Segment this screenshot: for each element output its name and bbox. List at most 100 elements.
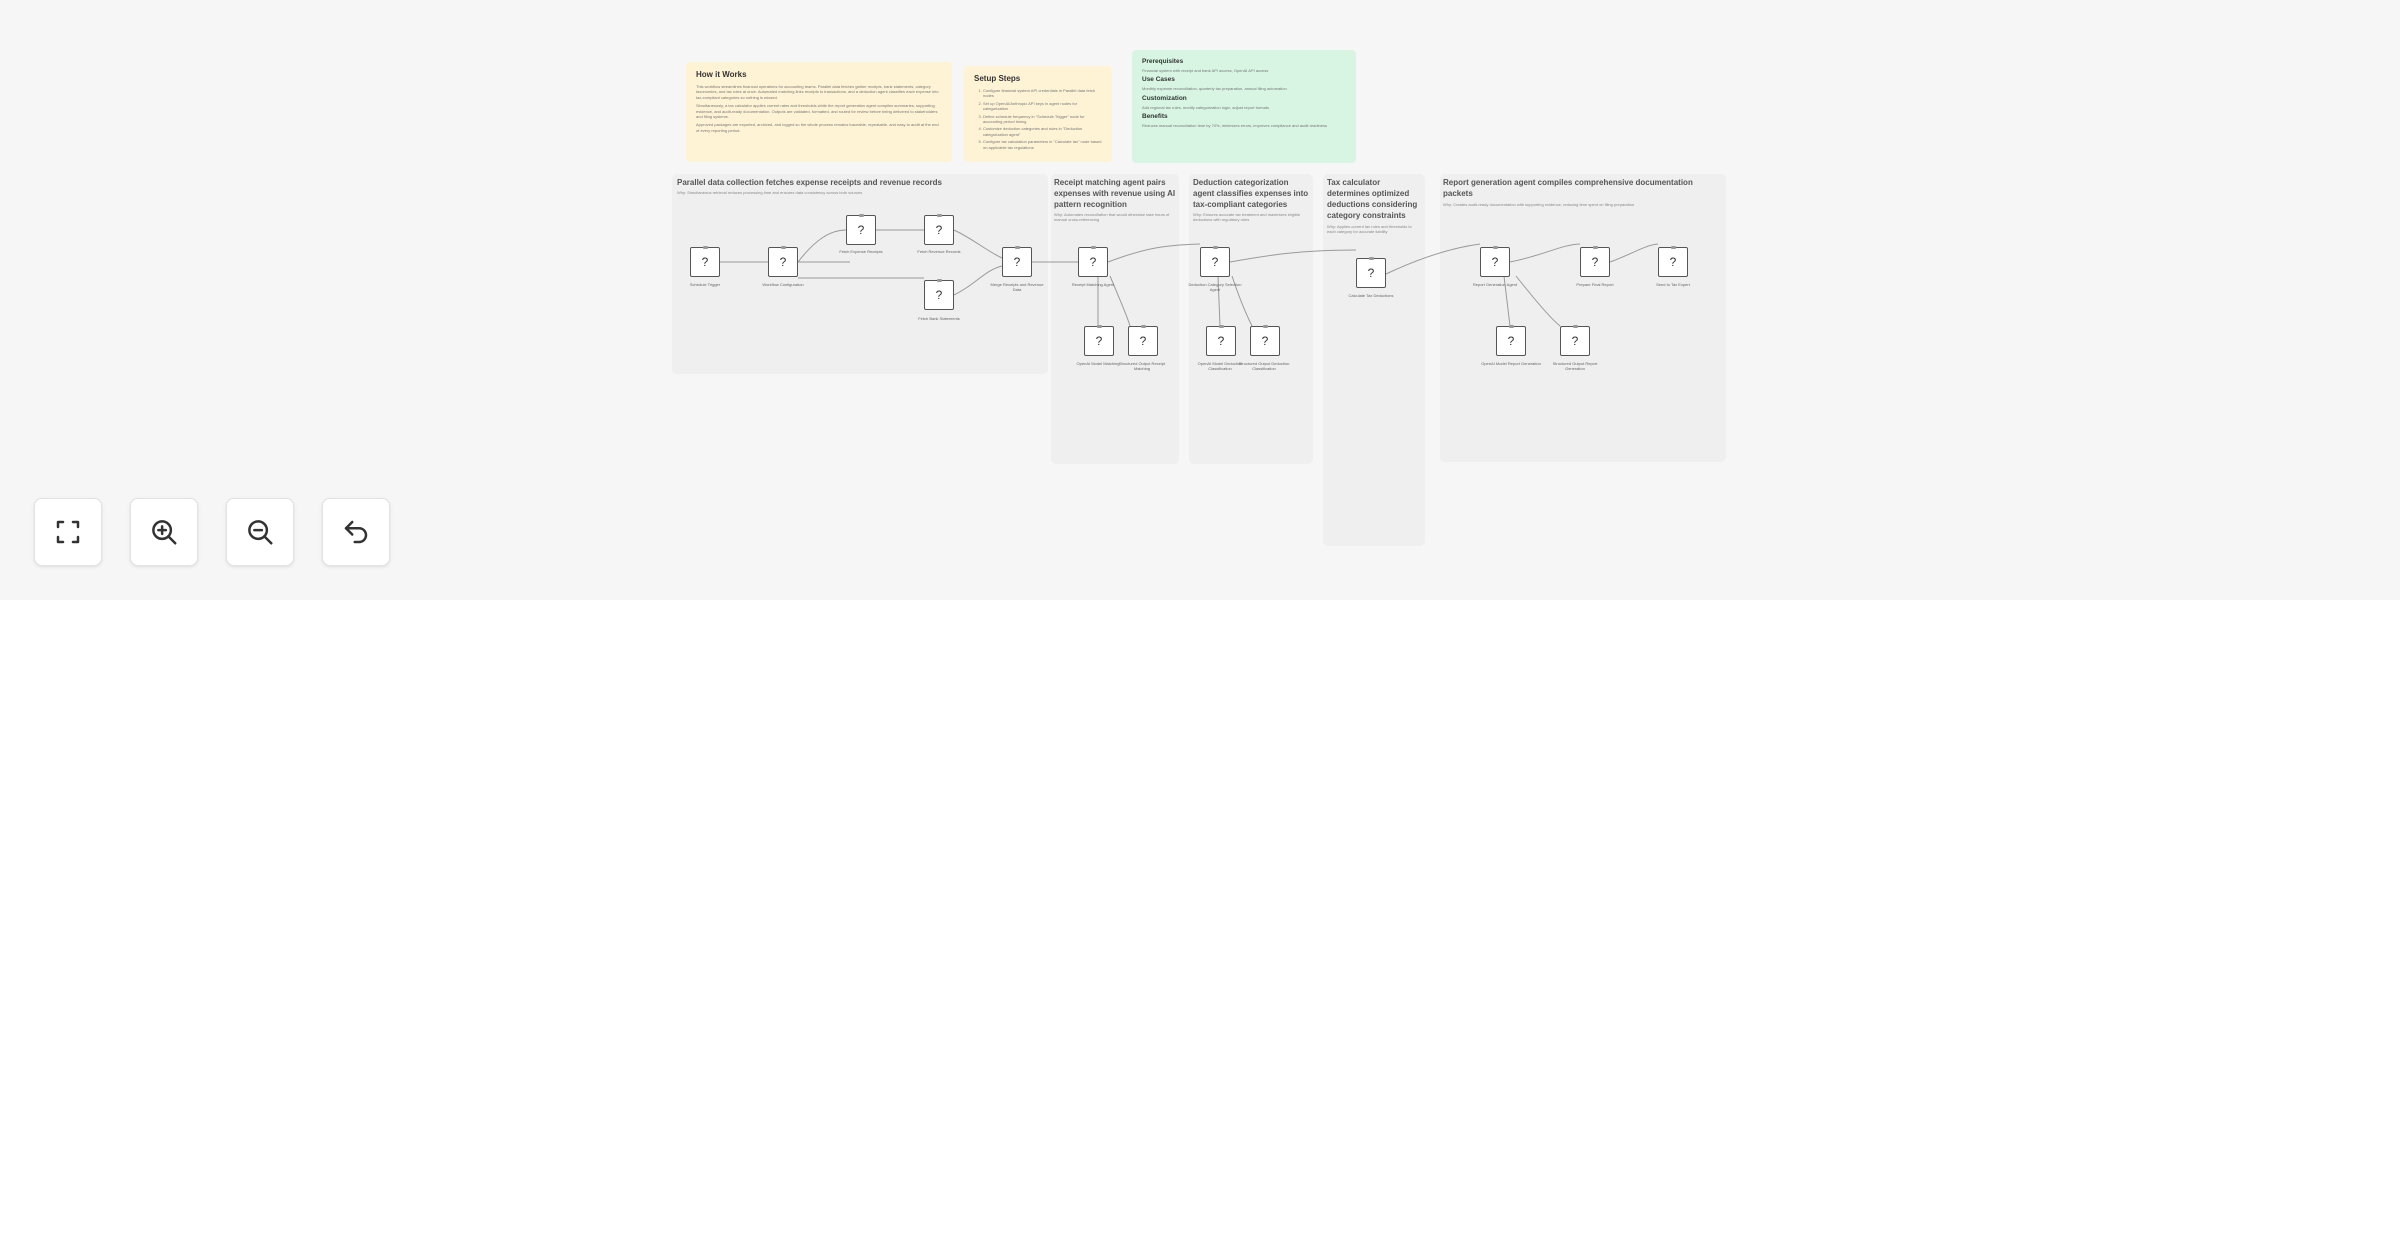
group-why: Why: Applies current tax rules and thres…	[1327, 224, 1412, 235]
input-handle[interactable]	[1493, 246, 1498, 249]
question-mark-icon: ?	[1089, 255, 1097, 269]
input-handle[interactable]	[1097, 325, 1102, 328]
node-label: Workflow Configuration	[762, 282, 804, 287]
section-title: Benefits	[1142, 113, 1168, 121]
node-label: Calculate Tax Deductions	[1348, 293, 1394, 298]
question-mark-icon: ?	[1095, 334, 1103, 348]
sticky-note-prerequisites[interactable]: Prerequisites Financial system with rece…	[1132, 50, 1356, 163]
question-mark-icon: ?	[701, 255, 709, 269]
section-text: Monthly expense reconciliation, quarterl…	[1142, 86, 1287, 92]
node-receipt-matching-agent[interactable]: ?	[1078, 246, 1108, 277]
question-mark-icon: ?	[1013, 255, 1021, 269]
node-label: Merge Receipts and Revenue Data	[990, 282, 1044, 292]
input-handle[interactable]	[937, 214, 942, 217]
node-label: Receipt Matching Agent	[1071, 282, 1115, 287]
node-label: Schedule Trigger	[689, 282, 721, 287]
node-merge-data[interactable]: ?	[1002, 246, 1032, 277]
input-handle[interactable]	[1509, 325, 1514, 328]
zoom-in-icon	[152, 520, 177, 545]
sticky-paragraph: Simultaneously, a tax calculator applies…	[696, 103, 938, 120]
input-handle[interactable]	[859, 214, 864, 217]
input-handle[interactable]	[781, 246, 786, 249]
question-mark-icon: ?	[935, 288, 943, 302]
group-data-collection[interactable]	[672, 174, 1048, 374]
group-title: Deduction categorization agent classifie…	[1193, 178, 1309, 209]
node-structured-output-deduction[interactable]: ?	[1250, 325, 1280, 356]
node-prepare-final-report[interactable]: ?	[1580, 246, 1610, 277]
sticky-note-setup-steps[interactable]: Setup Steps Configure financial system A…	[964, 66, 1112, 162]
node-schedule-trigger[interactable]: ?	[690, 246, 720, 277]
group-tax-calculator[interactable]	[1323, 174, 1425, 546]
group-title: Receipt matching agent pairs expenses wi…	[1054, 178, 1176, 209]
group-report-generation[interactable]	[1440, 174, 1726, 462]
node-label: Fetch Bank Statements	[918, 316, 960, 321]
reset-zoom-button[interactable]	[322, 498, 390, 566]
zoom-out-button[interactable]	[226, 498, 294, 566]
section-title: Use Cases	[1142, 76, 1175, 84]
node-label: Fetch Expense Receipts	[839, 249, 883, 254]
group-why: Why: Creates audit-ready documentation w…	[1443, 202, 1635, 207]
node-calculate-tax[interactable]: ?	[1356, 257, 1386, 288]
node-label: Fetch Revenue Records	[917, 249, 961, 254]
zoom-in-button[interactable]	[130, 498, 198, 566]
question-mark-icon: ?	[935, 223, 943, 237]
node-fetch-bank-statements[interactable]: ?	[924, 279, 954, 310]
question-mark-icon: ?	[1491, 255, 1499, 269]
group-title: Tax calculator determines optimized dedu…	[1327, 178, 1418, 220]
node-label: Structured Output Deduction Classificati…	[1238, 361, 1290, 371]
input-handle[interactable]	[1141, 325, 1146, 328]
node-label: Deduction Category Selection Agent	[1188, 282, 1242, 292]
input-handle[interactable]	[703, 246, 708, 249]
input-handle[interactable]	[1213, 246, 1218, 249]
input-handle[interactable]	[1593, 246, 1598, 249]
input-handle[interactable]	[1263, 325, 1268, 328]
question-mark-icon: ?	[1211, 255, 1219, 269]
workflow-canvas[interactable]: How it Works This workflow streamlines f…	[0, 0, 2400, 600]
node-label: Structured Output Report Generation	[1552, 361, 1598, 371]
node-label: Send to Tax Expert	[1656, 282, 1690, 287]
node-workflow-configuration[interactable]: ?	[768, 246, 798, 277]
input-handle[interactable]	[1219, 325, 1224, 328]
node-report-agent[interactable]: ?	[1480, 246, 1510, 277]
zoom-out-icon	[248, 520, 273, 545]
question-mark-icon: ?	[1139, 334, 1147, 348]
section-text: Add regional tax rules, modify categoriz…	[1142, 104, 1269, 110]
node-deduction-agent[interactable]: ?	[1200, 246, 1230, 277]
setup-step: Set up OpenAI/Anthropic API keys in agen…	[983, 101, 1102, 112]
section-text: Financial system with receipt and bank A…	[1142, 68, 1269, 73]
setup-steps-list: Configure financial system API credentia…	[974, 88, 1102, 150]
node-openai-model-report[interactable]: ?	[1496, 325, 1526, 356]
fit-view-button[interactable]	[34, 498, 102, 566]
question-mark-icon: ?	[1507, 334, 1515, 348]
question-mark-icon: ?	[1217, 334, 1225, 348]
setup-step: Define schedule frequency in "Schedule T…	[983, 114, 1102, 125]
sticky-note-how-it-works[interactable]: How it Works This workflow streamlines f…	[686, 62, 952, 162]
section-title: Customization	[1142, 94, 1187, 102]
node-label: Prepare Final Report	[1576, 282, 1614, 287]
node-openai-model-matching[interactable]: ?	[1084, 325, 1114, 356]
input-handle[interactable]	[937, 279, 942, 282]
node-structured-output-matching[interactable]: ?	[1128, 325, 1158, 356]
node-label: Structured Output Receipt Matching	[1118, 361, 1166, 371]
node-fetch-revenue-records[interactable]: ?	[924, 214, 954, 245]
node-fetch-expense-receipts[interactable]: ?	[846, 214, 876, 245]
setup-step: Customize deduction categories and rules…	[983, 126, 1102, 137]
node-openai-model-deduction[interactable]: ?	[1206, 325, 1236, 356]
node-send-to-tax-expert[interactable]: ?	[1658, 246, 1688, 277]
input-handle[interactable]	[1015, 246, 1020, 249]
sticky-paragraph: Approved packages are exported, archived…	[696, 122, 939, 133]
input-handle[interactable]	[1573, 325, 1578, 328]
input-handle[interactable]	[1091, 246, 1096, 249]
section-text: Reduces manual reconciliation time by 70…	[1142, 123, 1327, 129]
question-mark-icon: ?	[857, 223, 865, 237]
question-mark-icon: ?	[1591, 255, 1599, 269]
sticky-paragraph: This workflow streamlines financial oper…	[696, 84, 939, 100]
input-handle[interactable]	[1369, 257, 1374, 260]
node-structured-output-report[interactable]: ?	[1560, 325, 1590, 356]
group-why: Why: Automates reconciliation that would…	[1054, 212, 1170, 223]
node-label: OpenAI Model Matching	[1076, 361, 1120, 366]
node-label: OpenAI Model Deduction Classification	[1197, 361, 1243, 371]
setup-step: Configure financial system API credentia…	[983, 88, 1102, 99]
question-mark-icon: ?	[1367, 266, 1375, 280]
input-handle[interactable]	[1671, 246, 1676, 249]
